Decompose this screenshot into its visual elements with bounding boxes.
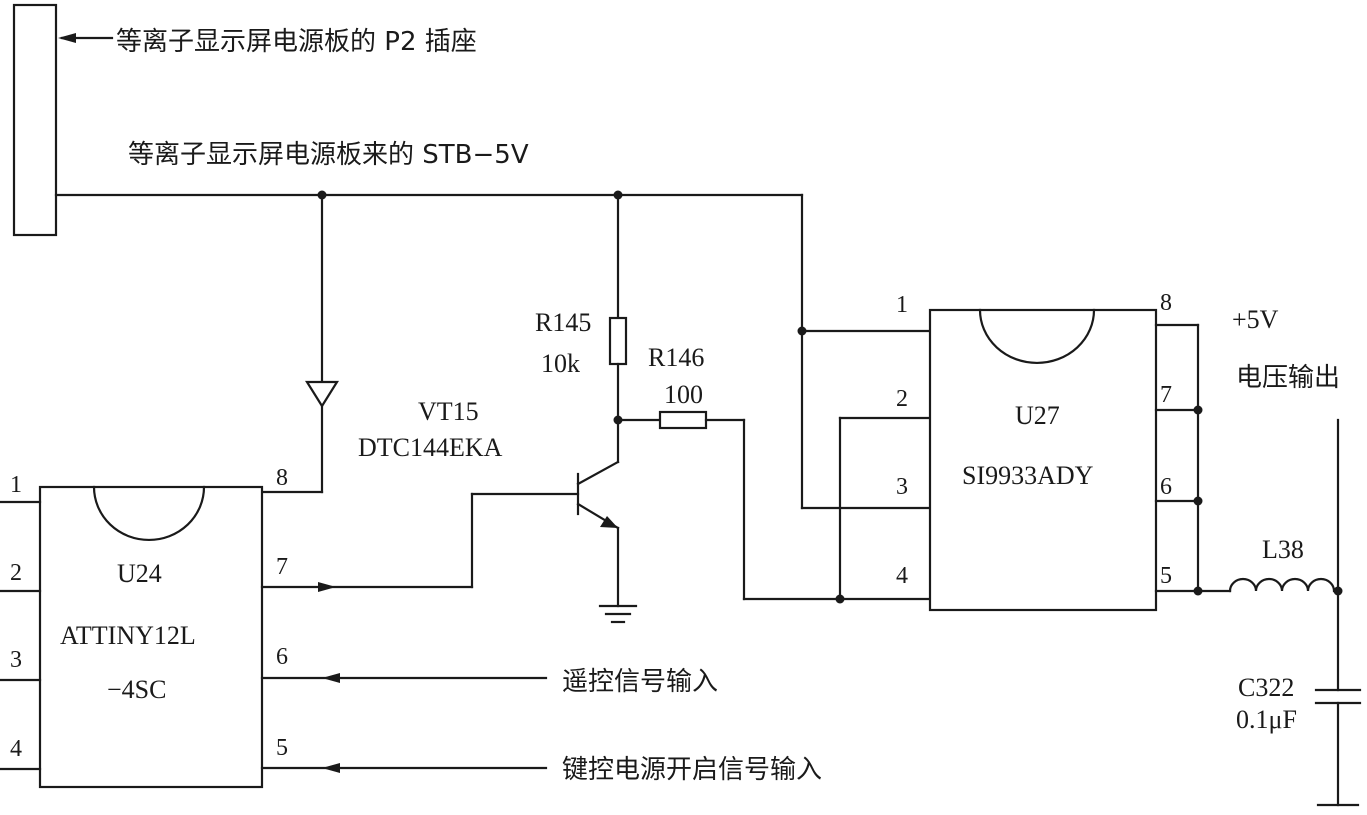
r145-name: R145 [535,308,591,337]
vout-desc: 电压输出 [1236,363,1340,393]
junction-dot [1193,586,1203,596]
u24-name: U24 [117,559,162,588]
stb-5v-label: 等离子显示屏电源板来的 STB−5V [128,140,529,170]
u24-notch [92,485,206,542]
u27-pin4-num: 4 [896,563,908,589]
u27-name: U27 [1015,401,1060,430]
remote-input-label: 遥控信号输入 [562,667,718,697]
u27-pin1-num: 1 [896,292,908,318]
r146-resistor [658,410,708,430]
u24-pin1-num: 1 [10,472,22,498]
u27-pin7-num: 7 [1160,382,1172,408]
u27-pin8-num: 8 [1160,290,1172,316]
u27-pin3-num: 3 [896,474,908,500]
u24-pin3-num: 3 [10,647,22,673]
u24-pin2-num: 2 [10,560,22,586]
r146-name: R146 [648,343,704,372]
u27-part: SI9933ADY [962,461,1094,490]
u24-pin5-num: 5 [276,735,288,761]
r145-resistor [608,316,628,366]
l38-inductor [1228,577,1336,593]
u27-pin2-num: 2 [896,386,908,412]
u24-pin7-num: 7 [276,554,288,580]
c322-name: C322 [1238,673,1294,702]
key-power-input-label: 键控电源开启信号输入 [562,755,822,785]
vt15-collector-lead [576,460,620,486]
vt15-name: VT15 [418,397,479,426]
u24-pin8-num: 8 [276,465,288,491]
supply-triangle-symbol [305,380,339,409]
pin5-arrowhead [322,763,340,773]
vt15-part: DTC144EKA [358,433,503,462]
u24-pin4-num: 4 [10,736,22,762]
p2-connector [12,3,58,237]
p2-socket-label: 等离子显示屏电源板的 P2 插座 [116,27,477,57]
u27-chip [928,308,1158,612]
vt15-emitter-arrow [600,516,618,528]
l38-name: L38 [1262,535,1304,564]
u27-pin5-num: 5 [1160,563,1172,589]
u24-part-line1: ATTINY12L [60,621,196,650]
vout-label: +5V [1232,305,1279,334]
p2-label-arrowhead [58,33,76,43]
u27-notch [978,308,1096,364]
r146-value: 100 [664,380,703,409]
junction-dot [1193,405,1203,415]
u24-chip [38,485,264,789]
u24-part-line2: −4SC [107,675,166,704]
junction-dot [1193,496,1203,506]
c322-value: 0.1μF [1236,705,1297,734]
pin7-arrowhead [318,582,336,592]
pin6-arrowhead [322,673,340,683]
junction-dot [835,594,845,604]
u24-pin6-num: 6 [276,644,288,670]
r145-value: 10k [541,349,580,378]
u27-pin6-num: 6 [1160,474,1172,500]
